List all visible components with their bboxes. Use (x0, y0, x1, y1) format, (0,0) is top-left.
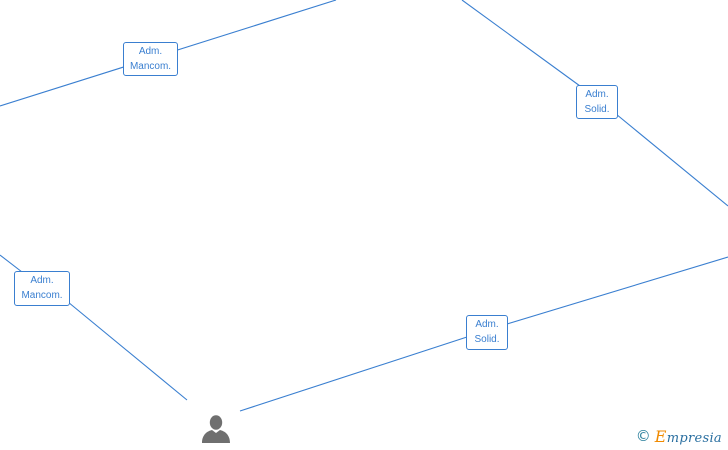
edge-person-right-upper (506, 256, 728, 325)
brand-logo: Empresia (655, 427, 722, 446)
copyright-icon: © (635, 427, 651, 445)
edge-label-line1: Adm. (585, 89, 609, 100)
brand-logo-initial: E (654, 427, 667, 446)
brand-watermark: © Empresia (636, 427, 722, 446)
edge-label-line2: Mancom. (21, 290, 63, 301)
edge-label-adm-mancom-top[interactable]: Adm. Mancom. (123, 42, 178, 76)
edge-label-adm-solid-bottom[interactable]: Adm. Solid. (466, 315, 508, 350)
edge-person-right-lower (239, 336, 468, 412)
edge-label-line1: Adm. (475, 319, 499, 330)
edge-label-line2: Solid. (474, 334, 500, 345)
edge-label-adm-mancom-bottom[interactable]: Adm. Mancom. (14, 271, 70, 306)
edge-label-adm-solid-top[interactable]: Adm. Solid. (576, 85, 618, 119)
brand-logo-text: mpresia (666, 431, 722, 446)
person-node[interactable] (200, 414, 232, 444)
edge-label-line1: Adm. (30, 275, 54, 286)
person-icon (202, 415, 230, 443)
edge-top-right-upper (461, 0, 581, 87)
edge-label-line1: Adm. (138, 46, 163, 57)
edge-top-right-lower (615, 113, 728, 207)
edge-left-person-upper (0, 254, 23, 273)
edge-left-person-lower (67, 301, 188, 401)
edge-label-line2: Mancom. (129, 61, 172, 72)
edge-label-line2: Solid. (584, 104, 610, 115)
